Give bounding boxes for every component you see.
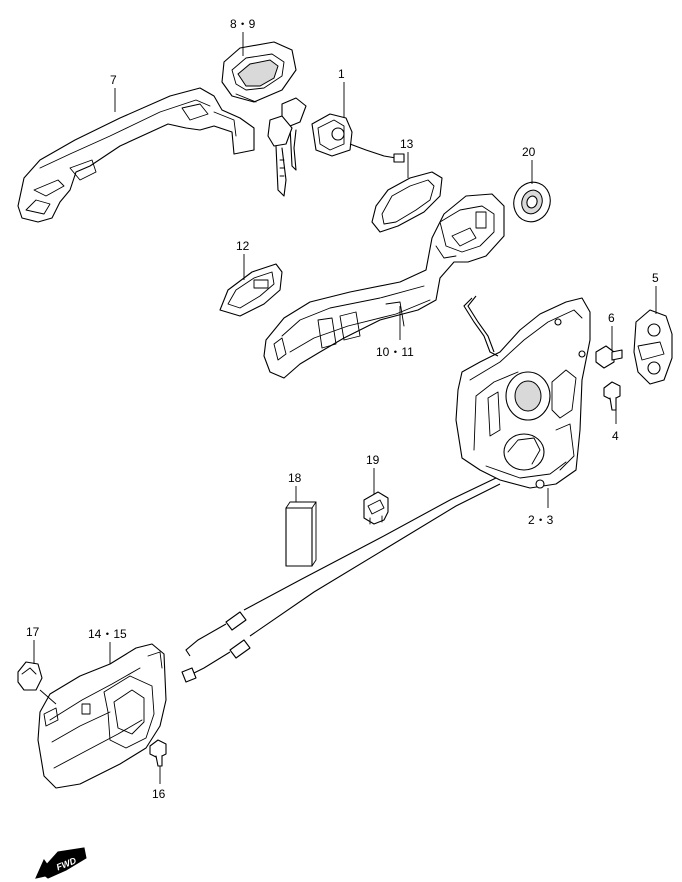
forward-arrow-icon: FWD (35, 847, 87, 879)
handle-frame-part (263, 193, 505, 379)
cable-clip-part (363, 491, 389, 525)
callouts: 1 2・3 4 5 6 7 8・9 10・11 12 13 14・15 16 1… (26, 17, 659, 801)
callout-2-3: 2・3 (528, 513, 554, 527)
callout-8-9: 8・9 (230, 17, 256, 31)
handle-bezel-part (221, 41, 297, 103)
callout-14-15: 14・15 (88, 627, 127, 641)
callout-20: 20 (522, 145, 536, 159)
striker-part (633, 309, 673, 385)
callout-4: 4 (612, 429, 619, 443)
callout-7: 7 (110, 73, 117, 87)
callout-10-11: 10・11 (376, 345, 414, 359)
striker-bolt-part (595, 345, 623, 369)
outside-handle-part (17, 87, 255, 223)
handle-screw-part (149, 739, 167, 767)
door-lock-assembly-part (455, 295, 591, 489)
leader-lines (33, 32, 657, 784)
callout-6: 6 (608, 311, 615, 325)
pad-part (285, 501, 317, 567)
callout-12: 12 (236, 239, 250, 253)
grommet-part (513, 181, 551, 223)
callout-5: 5 (652, 271, 659, 285)
lock-screw-part (603, 381, 621, 411)
cap-part (17, 661, 43, 691)
callout-19: 19 (366, 453, 380, 467)
handle-gasket-upper-part (371, 171, 443, 233)
callout-1: 1 (338, 67, 345, 81)
inside-handle-part (37, 643, 167, 789)
handle-gasket-lower-part (219, 263, 283, 317)
key-cylinder-part (267, 97, 405, 197)
callout-18: 18 (288, 471, 302, 485)
callout-13: 13 (400, 137, 414, 151)
callout-16: 16 (152, 787, 166, 801)
callout-17: 17 (26, 625, 40, 639)
lock-cables (181, 477, 501, 683)
